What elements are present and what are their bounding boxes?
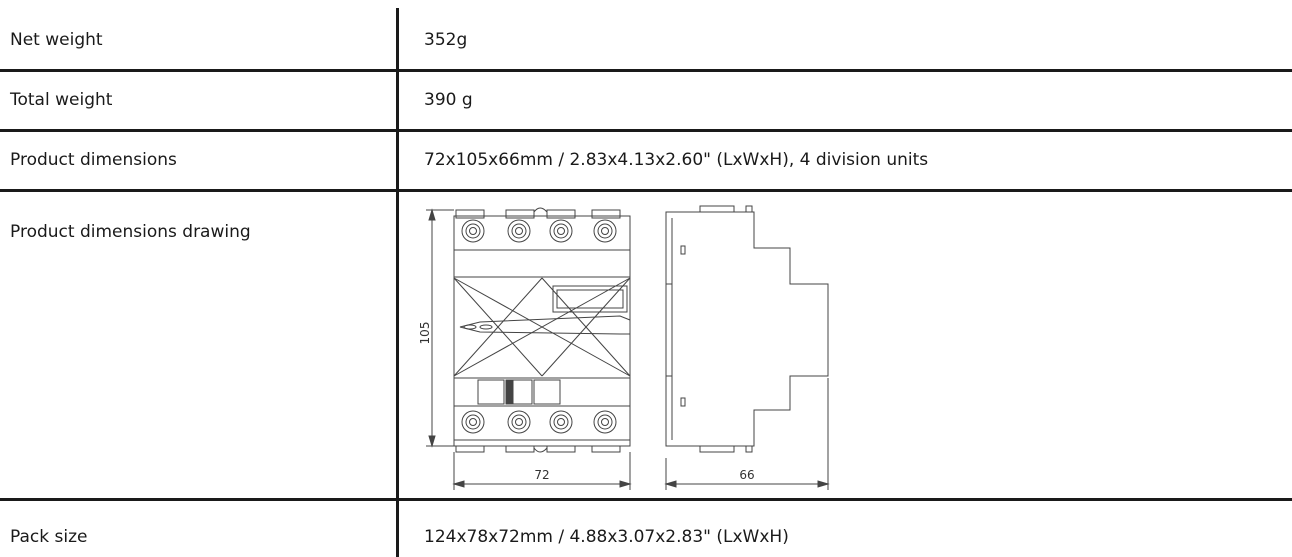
height-dimension-label: 105 [418,322,432,345]
screw-terminal-icon [461,219,617,243]
side-view [664,205,830,490]
front-view [426,207,632,490]
product-dimensions-drawing: 105 72 66 [410,198,880,498]
value-pack-size: 124x78x72mm / 4.88x3.07x2.83" (LxWxH) [424,527,789,547]
value-total-weight: 390 g [424,90,473,110]
depth-dimension-label: 66 [739,468,754,482]
value-net-weight: 352g [424,30,468,50]
row-divider [0,189,1292,192]
screw-terminal-icon [461,410,617,434]
row-divider [0,498,1292,501]
value-product-dimensions: 72x105x66mm / 2.83x4.13x2.60" (LxWxH), 4… [424,150,929,170]
row-divider [0,129,1292,132]
label-net-weight: Net weight [10,30,103,50]
width-dimension-label: 72 [534,468,549,482]
label-pack-size: Pack size [10,527,88,547]
column-divider [396,8,399,557]
row-divider [0,69,1292,72]
label-total-weight: Total weight [10,90,113,110]
label-product-dimensions: Product dimensions [10,150,177,170]
label-product-dimensions-drawing: Product dimensions drawing [10,222,251,242]
